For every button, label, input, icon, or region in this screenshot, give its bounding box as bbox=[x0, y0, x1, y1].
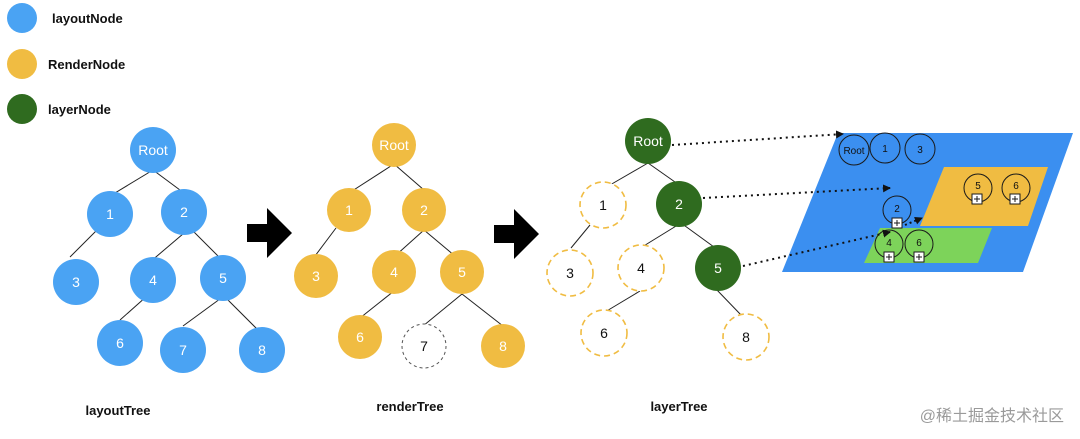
legend-swatch-render bbox=[7, 49, 37, 79]
layout-node-2 bbox=[161, 189, 207, 235]
layer-tree: Root 2 5 1 3 4 6 8 layerTree bbox=[546, 118, 770, 414]
layer-node-3-label: 3 bbox=[566, 265, 574, 281]
layout-node-1 bbox=[87, 191, 133, 237]
layer-node-8-label: 8 bbox=[742, 329, 750, 345]
layer-plane-root-node-3-label: 3 bbox=[917, 145, 923, 156]
render-node-5-label: 5 bbox=[458, 264, 466, 280]
mapping-arrow-root bbox=[671, 130, 844, 146]
layer-tree-caption: layerTree bbox=[650, 399, 707, 414]
expand-marker-icon bbox=[913, 251, 925, 263]
layer-plane-orange-node-6-label: 6 bbox=[1013, 181, 1019, 192]
big-arrow-2 bbox=[494, 209, 539, 259]
layer-node-3 bbox=[546, 249, 594, 297]
render-node-8-label: 8 bbox=[499, 338, 507, 354]
layout-node-6 bbox=[97, 320, 143, 366]
legend: layoutNode RenderNode layerNode bbox=[7, 3, 125, 124]
render-node-6 bbox=[338, 315, 382, 359]
layout-node-7 bbox=[160, 327, 206, 373]
layout-node-2-label: 2 bbox=[180, 204, 188, 220]
layer-plane-green-node-6-label: 6 bbox=[916, 238, 922, 249]
render-node-3-label: 3 bbox=[312, 268, 320, 284]
layer-node-8 bbox=[722, 313, 770, 361]
expand-marker-icon bbox=[1009, 193, 1021, 205]
render-node-7-label: 7 bbox=[420, 338, 428, 354]
layout-node-6-label: 6 bbox=[116, 335, 124, 351]
render-tree-caption: renderTree bbox=[376, 399, 443, 414]
layer-plane-root-node-1 bbox=[869, 132, 901, 164]
layer-plane-orange bbox=[920, 167, 1048, 226]
render-node-root bbox=[372, 123, 416, 167]
layer-node-1-label: 1 bbox=[599, 197, 607, 213]
layer-plane-root-node-1-label: 1 bbox=[882, 144, 888, 155]
render-node-5 bbox=[440, 250, 484, 294]
layout-node-3-label: 3 bbox=[72, 274, 80, 290]
layout-node-5 bbox=[200, 255, 246, 301]
mapping-arrow-2 bbox=[702, 184, 891, 199]
layer-node-2 bbox=[656, 181, 702, 227]
legend-label-render: RenderNode bbox=[48, 57, 125, 72]
layer-stack: Root 1 3 5 6 2 4 6 bbox=[782, 132, 1073, 272]
layout-node-root-label: Root bbox=[138, 142, 168, 158]
layout-node-8-label: 8 bbox=[258, 342, 266, 358]
legend-label-layout: layoutNode bbox=[52, 11, 123, 26]
big-arrow-1 bbox=[247, 208, 292, 258]
render-node-1 bbox=[327, 188, 371, 232]
layer-plane-root-node-root bbox=[838, 134, 870, 166]
layer-node-5-label: 5 bbox=[714, 260, 722, 276]
render-tree: Root 1 2 3 4 5 6 8 7 renderTree bbox=[294, 123, 525, 414]
layer-node-6-label: 6 bbox=[600, 325, 608, 341]
layer-plane-green-node-2-label: 2 bbox=[894, 204, 900, 215]
layout-node-1-label: 1 bbox=[106, 206, 114, 222]
legend-label-layer: layerNode bbox=[48, 102, 111, 117]
legend-swatch-layout bbox=[7, 3, 37, 33]
expand-marker-icon bbox=[883, 251, 895, 263]
layer-node-root-label: Root bbox=[633, 133, 663, 149]
layout-node-7-label: 7 bbox=[179, 342, 187, 358]
render-tree-edges bbox=[314, 163, 504, 327]
render-node-4-label: 4 bbox=[390, 264, 398, 280]
layout-tree: Root 1 2 3 4 5 6 7 8 layoutTree bbox=[53, 127, 285, 418]
layout-node-8 bbox=[239, 327, 285, 373]
expand-marker-icon bbox=[971, 193, 983, 205]
layer-node-4-label: 4 bbox=[637, 260, 645, 276]
layer-node-5 bbox=[695, 245, 741, 291]
watermark: @稀土掘金技术社区 bbox=[920, 407, 1064, 425]
render-node-1-label: 1 bbox=[345, 202, 353, 218]
render-node-root-label: Root bbox=[379, 137, 409, 153]
layer-plane-green bbox=[864, 228, 992, 263]
render-node-8 bbox=[481, 324, 525, 368]
layout-node-root bbox=[130, 127, 176, 173]
layer-node-2-label: 2 bbox=[675, 196, 683, 212]
layer-tree-edges bbox=[570, 162, 743, 317]
render-node-3 bbox=[294, 254, 338, 298]
layout-node-3 bbox=[53, 259, 99, 305]
layout-node-5-label: 5 bbox=[219, 270, 227, 286]
inner-dotted-arrow bbox=[904, 216, 923, 226]
expand-marker-icon bbox=[891, 217, 903, 229]
layout-tree-edges bbox=[69, 169, 259, 331]
layer-node-6 bbox=[580, 309, 628, 357]
layer-node-root bbox=[625, 118, 671, 164]
render-node-2-label: 2 bbox=[420, 202, 428, 218]
render-node-4 bbox=[372, 250, 416, 294]
layer-plane-root-node-root-label: Root bbox=[843, 146, 864, 157]
mapping-arrow-5 bbox=[742, 229, 891, 267]
layer-node-1 bbox=[579, 181, 627, 229]
render-node-6-label: 6 bbox=[356, 329, 364, 345]
render-node-2 bbox=[402, 188, 446, 232]
layer-node-4 bbox=[617, 244, 665, 292]
layer-plane-green-node-4-label: 4 bbox=[886, 238, 892, 249]
layout-node-4-label: 4 bbox=[149, 272, 157, 288]
layout-node-4 bbox=[130, 257, 176, 303]
render-node-7 bbox=[401, 323, 447, 369]
mapping-arrows bbox=[671, 130, 891, 267]
legend-swatch-layer bbox=[7, 94, 37, 124]
layer-plane-orange-node-5-label: 5 bbox=[975, 181, 981, 192]
expand-markers bbox=[883, 193, 1021, 263]
layer-plane-root-node-3 bbox=[904, 133, 936, 165]
layout-tree-caption: layoutTree bbox=[85, 403, 150, 418]
